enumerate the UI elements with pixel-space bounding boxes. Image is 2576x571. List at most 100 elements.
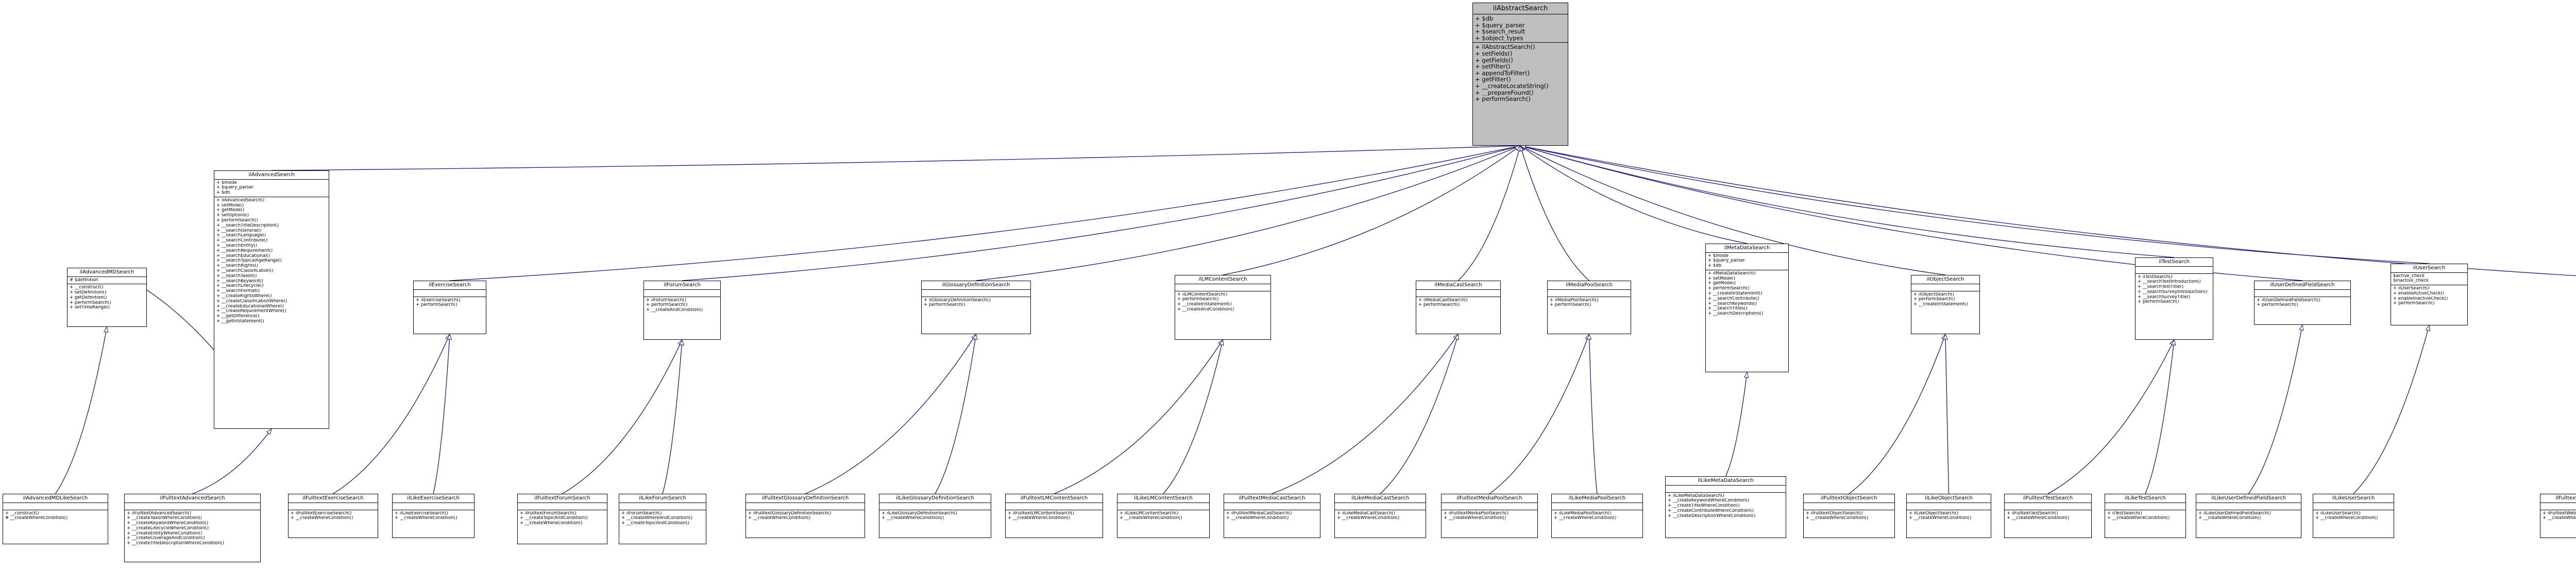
class-operation: + __createCoverageAndCondition() bbox=[127, 536, 205, 541]
class-operation: + ilAdvancedSearch() bbox=[216, 198, 265, 203]
inheritance-edge bbox=[1725, 371, 1749, 477]
class-node-title: ilFulltextGlossaryDefinitionSearch bbox=[746, 494, 865, 503]
class-node-operations: + ilMediaCastSearch()+ performSearch() bbox=[1416, 297, 1500, 309]
class-attribute: + $db bbox=[1475, 15, 1494, 22]
class-node-attributes bbox=[2136, 267, 2213, 274]
class-operation: + __searchSurveyTitle() bbox=[2138, 295, 2191, 300]
inheritance-edge bbox=[1849, 333, 1946, 494]
class-node-ilMediaCastSearch[interactable]: ilMediaCastSearch+ ilMediaCastSearch()+ … bbox=[1416, 281, 1501, 334]
class-node-ilLikeUserSearch[interactable]: ilLikeUserSearch+ ilLikeUserSearch()+ __… bbox=[2313, 494, 2394, 538]
class-node-ilUserDefinedFieldSearch[interactable]: ilUserDefinedFieldSearch+ ilUserDefinedF… bbox=[2254, 281, 2351, 325]
class-node-attributes: # $definition bbox=[67, 277, 146, 285]
inheritance-edge bbox=[1587, 333, 1598, 494]
class-node-ilLikeLMContentSearch[interactable]: ilLikeLMContentSearch+ ilLikeLMContentSe… bbox=[1117, 494, 1210, 538]
class-operation: + ilMediaCastSearch() bbox=[1418, 298, 1468, 303]
class-node-ilLikeExerciseSearch[interactable]: ilLikeExerciseSearch+ ilLikeExerciseSear… bbox=[392, 494, 474, 538]
class-operation: + __createInStatement() bbox=[1177, 302, 1232, 307]
class-node-ilTestSearch[interactable]: ilTestSearch+ ilTestSearch()+ __searchTe… bbox=[2135, 257, 2213, 340]
class-operation: + __createWhereCondition() bbox=[2007, 516, 2070, 521]
class-operation: + ilFulltextObjectSearch() bbox=[1806, 511, 1863, 516]
class-operation: # __createWhereCondition() bbox=[5, 516, 68, 521]
class-operation: + __searchContribute() bbox=[216, 238, 268, 244]
class-node-operations: + ilFulltextTestSearch()+ __createWhereC… bbox=[2005, 510, 2091, 523]
class-operation: + __createEntityWhereCondition() bbox=[127, 531, 202, 536]
class-node-ilLikeUserDefinedFieldSearch[interactable]: ilLikeUserDefinedFieldSearch+ ilLikeUser… bbox=[2196, 494, 2301, 538]
class-operation: + ilLikeMediaCastSearch() bbox=[1337, 511, 1395, 516]
class-node-attributes bbox=[393, 503, 474, 510]
class-operation: + __searchRights() bbox=[216, 264, 258, 269]
class-node-operations: + __construct()# __createWhereCondition(… bbox=[3, 510, 108, 523]
class-operation: + __createAndCondition() bbox=[1177, 307, 1234, 312]
class-operation: + __createWhereCondition() bbox=[748, 516, 811, 521]
class-node-attributes bbox=[1911, 284, 1979, 291]
class-node-ilForumSearch[interactable]: ilForumSearch+ ilForumSearch()+ performS… bbox=[643, 281, 721, 340]
inheritance-edge bbox=[55, 326, 109, 494]
class-attribute: + $object_types bbox=[1475, 34, 1523, 42]
class-node-ilAbstractSearch[interactable]: ilAbstractSearch+ $db+ $query_parser+ $s… bbox=[1472, 3, 1568, 146]
class-node-attributes bbox=[922, 290, 1030, 297]
class-operation: + __searchLanguage() bbox=[216, 233, 266, 238]
class-operation: + ilLMContentSearch() bbox=[1177, 292, 1228, 297]
class-node-ilMediaPoolSearch[interactable]: ilMediaPoolSearch+ ilMediaPoolSearch()+ … bbox=[1547, 281, 1631, 334]
class-operation: + __prepareFound() bbox=[1475, 89, 1534, 96]
class-node-ilFulltextLMContentSearch[interactable]: ilFulltextLMContentSearch+ ilFulltextLMC… bbox=[1005, 494, 1103, 538]
class-node-attributes bbox=[879, 503, 991, 510]
class-operation: + __searchTestIntroduction() bbox=[2138, 280, 2201, 285]
class-node-ilFulltextGlossaryDefinitionSearch[interactable]: ilFulltextGlossaryDefinitionSearch+ ilFu… bbox=[745, 494, 865, 538]
class-node-title: ilGlossaryDefinitionSearch bbox=[922, 281, 1030, 290]
class-operation: + ilLikeMediaPoolSearch() bbox=[1554, 511, 1612, 516]
class-node-operations: + ilLikeUserSearch()+ __createWhereCondi… bbox=[2313, 510, 2394, 523]
class-node-attributes: + $db+ $query_parser+ $search_result+ $o… bbox=[1473, 14, 1568, 43]
class-node-ilLikeTestSearch[interactable]: ilLikeTestSearch+ ilTestSearch()+ __crea… bbox=[2105, 494, 2186, 538]
class-node-ilFulltextWebResourceSearch[interactable]: ilFulltextWebResourceSearch+ ilFulltextW… bbox=[2540, 494, 2576, 538]
class-node-ilLikeMediaCastSearch[interactable]: ilLikeMediaCastSearch + ilLikeMediaCastSe… bbox=[1334, 494, 1426, 538]
class-operation: + __createWhereAndCondition() bbox=[621, 516, 693, 521]
class-node-ilLikeObjectSearch[interactable]: ilLikeObjectSearch+ ilLikeObjectSearch()… bbox=[1906, 494, 1991, 538]
class-operation: + __createContributeWhereCondition() bbox=[1668, 508, 1754, 513]
class-node-ilFulltextTestSearch[interactable]: ilFulltextTestSearch+ ilFulltextTestSear… bbox=[2004, 494, 2092, 538]
class-node-ilFulltextAdvancedSearch[interactable]: ilFulltextAdvancedSearch+ ilFulltextAdva… bbox=[124, 494, 261, 562]
class-operation: + __createWhereCondition() bbox=[1909, 516, 1972, 521]
class-operation: + performSearch() bbox=[416, 303, 457, 308]
class-node-ilLikeMediaPoolSearch[interactable]: ilLikeMediaPoolSearch+ ilLikeMediaPoolSe… bbox=[1551, 494, 1643, 538]
class-node-ilFulltextMediaCastSearch[interactable]: ilFulltextMediaCastSearch+ ilFulltextMed… bbox=[1224, 494, 1320, 538]
class-node-ilAdvancedMDLikeSearch[interactable]: ilAdvancedMDLikeSearch+ __construct()# _… bbox=[3, 494, 108, 544]
class-node-ilObjectSearch[interactable]: ilObjectSearch+ ilObjectSearch()+ perfor… bbox=[1911, 275, 1980, 334]
class-node-title: ilAbstractSearch bbox=[1473, 3, 1568, 14]
class-node-operations: + ilLikeMediaCastSearch()+ __createWhere… bbox=[1335, 510, 1426, 523]
class-node-ilFulltextObjectSearch[interactable]: ilFulltextObjectSearch+ ilFulltextObject… bbox=[1803, 494, 1895, 538]
class-node-ilGlossaryDefinitionSearch[interactable]: ilGlossaryDefinitionSearch+ ilGlossaryDe… bbox=[921, 281, 1031, 334]
class-node-title: ilMetaDataSearch bbox=[1706, 244, 1788, 253]
class-node-attributes bbox=[1804, 503, 1894, 510]
class-operation: + __searchEntity() bbox=[216, 244, 257, 249]
class-node-ilLikeMetaDataSearch[interactable]: ilLikeMetaDataSearch+ ilLikeMetaDataSear… bbox=[1665, 476, 1786, 538]
class-node-operations: + ilLikeExerciseSearch()+ __createWhereC… bbox=[393, 510, 474, 523]
class-node-ilMetaDataSearch[interactable]: ilMetaDataSearch+ $mode+ $query_parser+ … bbox=[1705, 244, 1789, 372]
class-node-ilAdvancedSearch[interactable]: ilAdvancedSearch+ $mode+ $query_parser+ … bbox=[214, 170, 329, 429]
inheritance-edge bbox=[433, 333, 452, 494]
class-node-attributes bbox=[746, 503, 865, 510]
inheritance-edge bbox=[1163, 339, 1224, 494]
class-node-ilFulltextMediaPoolSearch[interactable]: ilFulltextMediaPoolSearch+ ilFulltextMed… bbox=[1441, 494, 1538, 538]
class-operation: + __createWhereCondition() bbox=[1226, 516, 1289, 521]
class-node-ilLMContentSearch[interactable]: ilLMContentSearch+ ilLMContentSearch()+ … bbox=[1175, 275, 1271, 340]
class-node-title: ilAdvancedSearch bbox=[214, 171, 329, 180]
class-node-attributes: $active_check$inactive_check bbox=[2391, 273, 2467, 286]
class-node-ilLikeGlossaryDefinitionSearch[interactable]: ilLikeGlossaryDefinitionSearch+ ilLikeGl… bbox=[879, 494, 991, 538]
class-node-ilFulltextExerciseSearch[interactable]: ilFulltextExerciseSearch+ ilFulltextExer… bbox=[288, 494, 378, 538]
inheritance-edge bbox=[1272, 333, 1459, 494]
class-node-ilAdvancedMDSearch[interactable]: ilAdvancedMDSearch# $definition+ __const… bbox=[67, 268, 147, 327]
class-operation: + __createWhereCondition() bbox=[882, 516, 944, 521]
inheritance-edge bbox=[1519, 145, 2175, 258]
class-operation: + performSearch() bbox=[1913, 297, 1955, 302]
class-node-ilFulltextForumSearch[interactable]: ilFulltextForumSearch+ ilFulltextForumSe… bbox=[517, 494, 607, 544]
class-node-title: ilLikeUserDefinedFieldSearch bbox=[2196, 494, 2301, 503]
inheritance-edge bbox=[935, 333, 978, 494]
class-node-ilUserSearch[interactable]: ilUserSearch$active_check$inactive_check… bbox=[2391, 264, 2468, 325]
class-node-ilLikeForumSearch[interactable]: ilLikeForumSearch+ ilForumSearch()+ __cr… bbox=[619, 494, 706, 544]
class-node-title: ilLikeForumSearch bbox=[619, 494, 706, 503]
class-node-ilExerciseSearch[interactable]: ilExerciseSearch+ ilExerciseSearch()+ pe… bbox=[413, 281, 486, 334]
class-node-title: ilLikeMediaCastSearch bbox=[1335, 494, 1426, 503]
inheritance-edge bbox=[333, 333, 450, 494]
